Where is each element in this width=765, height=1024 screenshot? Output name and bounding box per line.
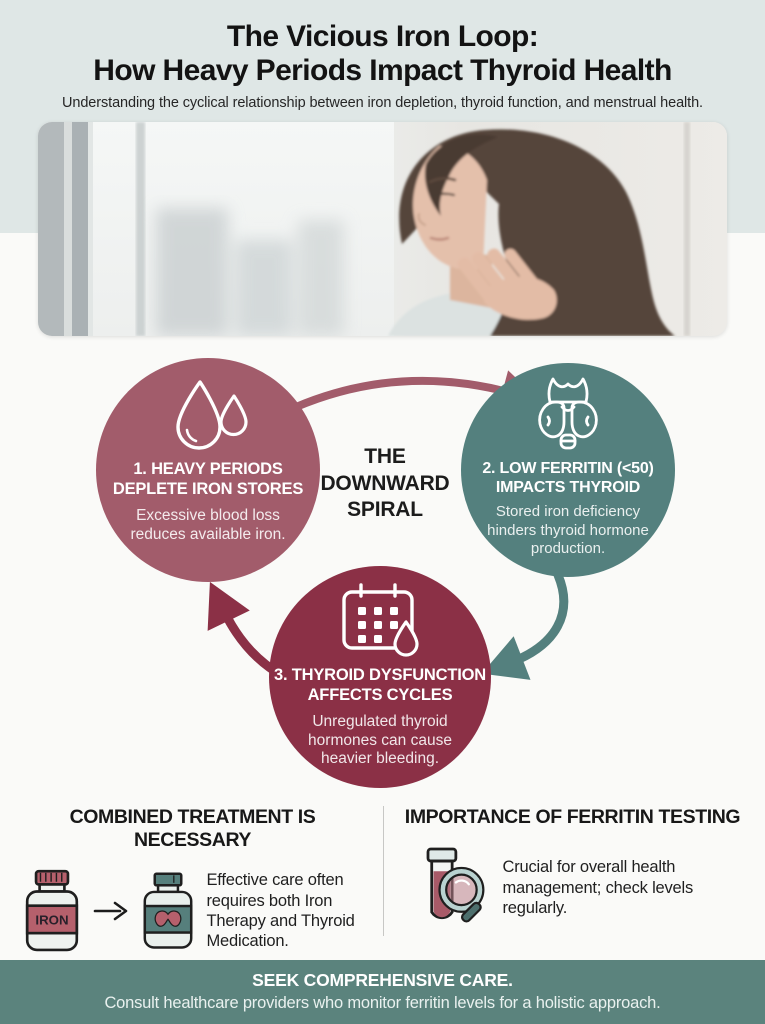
treatment-heading: COMBINED TREATMENT IS NECESSARY <box>69 806 316 851</box>
iron-bottle-label: IRON <box>35 912 68 927</box>
arrow-right-icon <box>93 901 127 921</box>
downward-spiral-label: THE DOWNWARD SPIRAL <box>320 445 450 522</box>
header: The Vicious Iron Loop: How Heavy Periods… <box>0 20 765 111</box>
page-title-line2: How Heavy Periods Impact Thyroid Health <box>93 54 672 88</box>
step-title: 1. HEAVY PERIODS DEPLETE IRON STORES <box>112 460 304 498</box>
step-description: Stored iron deficiency hinders thyroid h… <box>487 503 649 557</box>
footer-heading: SEEK COMPREHENSIVE CARE. <box>252 970 513 990</box>
section-divider <box>383 806 384 936</box>
calendar-blood-drop-icon <box>342 583 419 657</box>
ferritin-blood-test-icon <box>426 847 484 923</box>
cycle-step-1-circle: 1. HEAVY PERIODS DEPLETE IRON STORES Exc… <box>96 358 320 582</box>
treatment-section: COMBINED TREATMENT IS NECESSARY IRON <box>20 806 365 954</box>
iron-bottle-icon: IRON <box>25 869 78 952</box>
arrow-step2-to-step3 <box>481 570 569 680</box>
blood-drops-icon <box>176 380 248 450</box>
testing-text: Crucial for overall health management; c… <box>502 858 694 918</box>
page-subtitle: Understanding the cyclical relationship … <box>62 95 703 112</box>
blurred-city-view <box>156 208 344 336</box>
cycle-step-3-circle: 3. THYROID DYSFUNCTION AFFECTS CYCLES Un… <box>269 566 491 788</box>
woman-figure <box>388 129 675 336</box>
thyroid-medication-bottle-icon <box>143 872 192 949</box>
page-title-line1: The Vicious Iron Loop: <box>226 20 539 53</box>
hand <box>457 248 557 320</box>
arrow-step1-to-step2 <box>292 370 540 411</box>
footer-banner: SEEK COMPREHENSIVE CARE. Consult healthc… <box>0 960 765 1024</box>
testing-section: IMPORTANCE OF FERRITIN TESTING Crucial f… <box>400 806 745 931</box>
window-frame <box>38 122 145 336</box>
step-description: Excessive blood loss reduces available i… <box>130 506 286 543</box>
footer-text: Consult healthcare providers who monitor… <box>104 994 661 1012</box>
testing-heading: IMPORTANCE OF FERRITIN TESTING <box>404 806 741 828</box>
step-title: 3. THYROID DYSFUNCTION AFFECTS CYCLES <box>274 666 486 704</box>
step-description: Unregulated thyroid hormones can cause h… <box>308 712 452 768</box>
cycle-step-2-circle: 2. LOW FERRITIN (<50) IMPACTS THYROID St… <box>461 363 675 577</box>
treatment-text: Effective care often requires both Iron … <box>206 871 355 951</box>
page-title: The Vicious Iron Loop: How Heavy Periods… <box>0 20 765 88</box>
hero-photo-illustration <box>38 122 727 336</box>
hero-photo <box>38 122 727 336</box>
step-title: 2. LOW FERRITIN (<50) IMPACTS THYROID <box>482 460 654 497</box>
thyroid-gland-icon <box>538 377 598 450</box>
